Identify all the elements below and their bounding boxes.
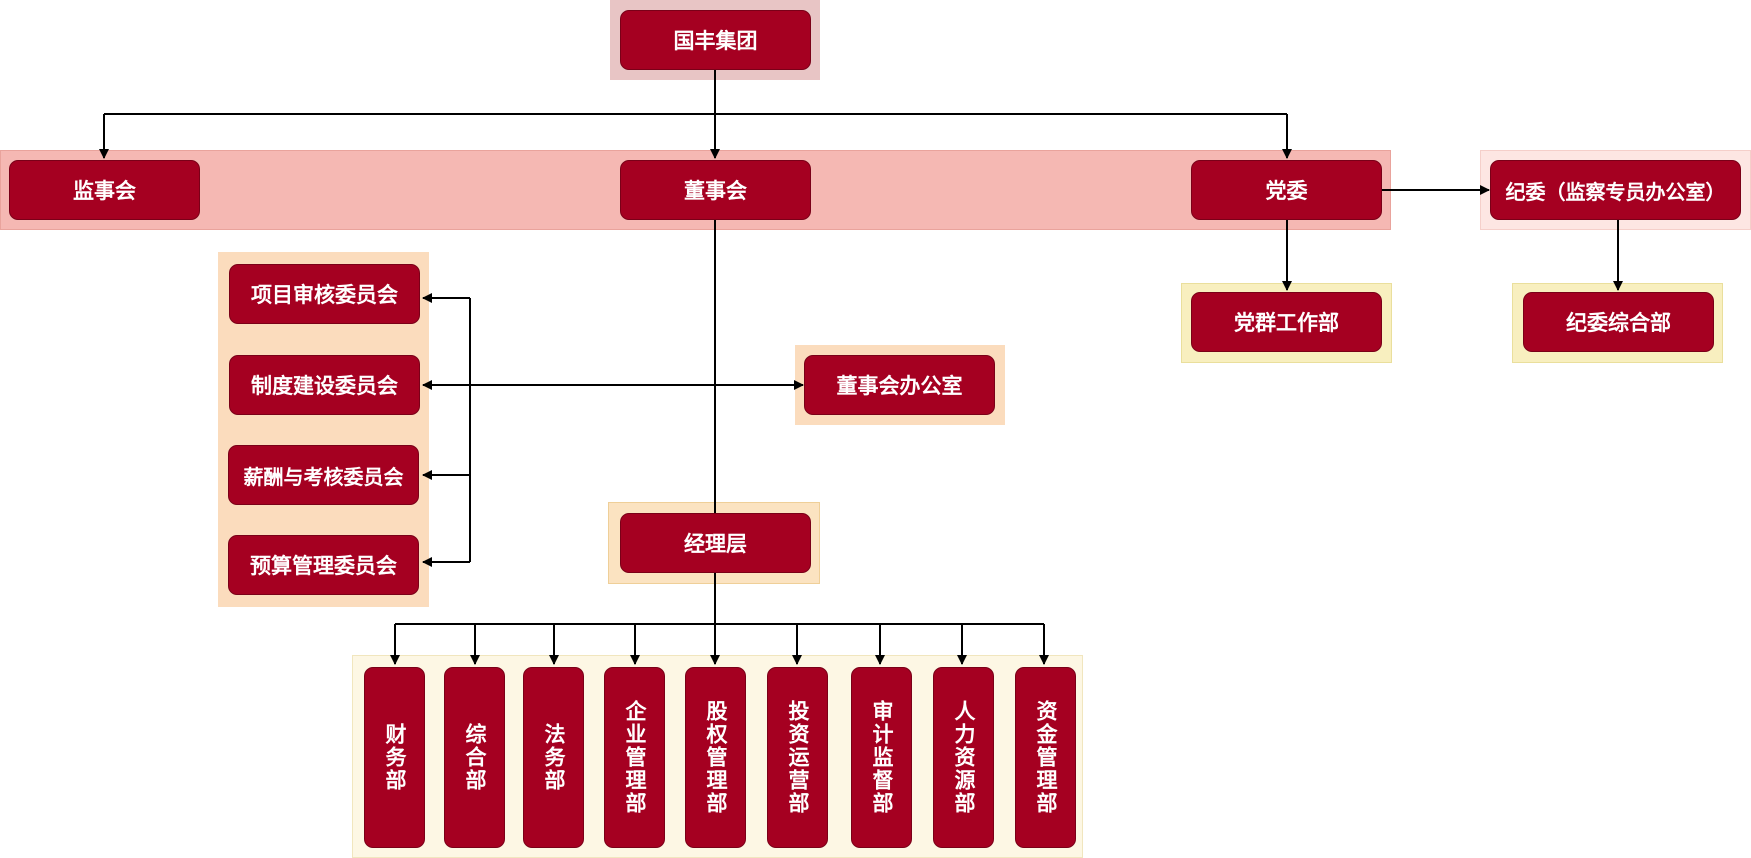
node-dept-enterprise-mgmt[interactable]: 企业管理部 xyxy=(604,667,665,848)
node-group[interactable]: 国丰集团 xyxy=(620,10,811,70)
node-dept-equity-mgmt[interactable]: 股权管理部 xyxy=(685,667,746,848)
node-dept-hr[interactable]: 人力资源部 xyxy=(933,667,994,848)
node-dept-treasury[interactable]: 资金管理部 xyxy=(1015,667,1076,848)
node-dept-investment-ops[interactable]: 投资运营部 xyxy=(767,667,828,848)
node-committee-budget[interactable]: 预算管理委员会 xyxy=(228,535,419,595)
node-discipline-general-dept[interactable]: 纪委综合部 xyxy=(1523,292,1714,352)
node-discipline-committee[interactable]: 纪委（监察专员办公室） xyxy=(1490,160,1741,220)
node-committee-compensation[interactable]: 薪酬与考核委员会 xyxy=(228,445,419,505)
node-party-work-dept[interactable]: 党群工作部 xyxy=(1191,292,1382,352)
node-committee-project-review[interactable]: 项目审核委员会 xyxy=(229,264,420,324)
node-dept-finance[interactable]: 财务部 xyxy=(364,667,425,848)
node-board-of-directors[interactable]: 董事会 xyxy=(620,160,811,220)
node-dept-legal[interactable]: 法务部 xyxy=(523,667,584,848)
node-party-committee[interactable]: 党委 xyxy=(1191,160,1382,220)
node-committee-system-building[interactable]: 制度建设委员会 xyxy=(229,355,420,415)
node-supervisory-board[interactable]: 监事会 xyxy=(9,160,200,220)
node-dept-general[interactable]: 综合部 xyxy=(444,667,505,848)
node-management[interactable]: 经理层 xyxy=(620,513,811,573)
node-board-office[interactable]: 董事会办公室 xyxy=(804,355,995,415)
node-dept-audit[interactable]: 审计监督部 xyxy=(851,667,912,848)
